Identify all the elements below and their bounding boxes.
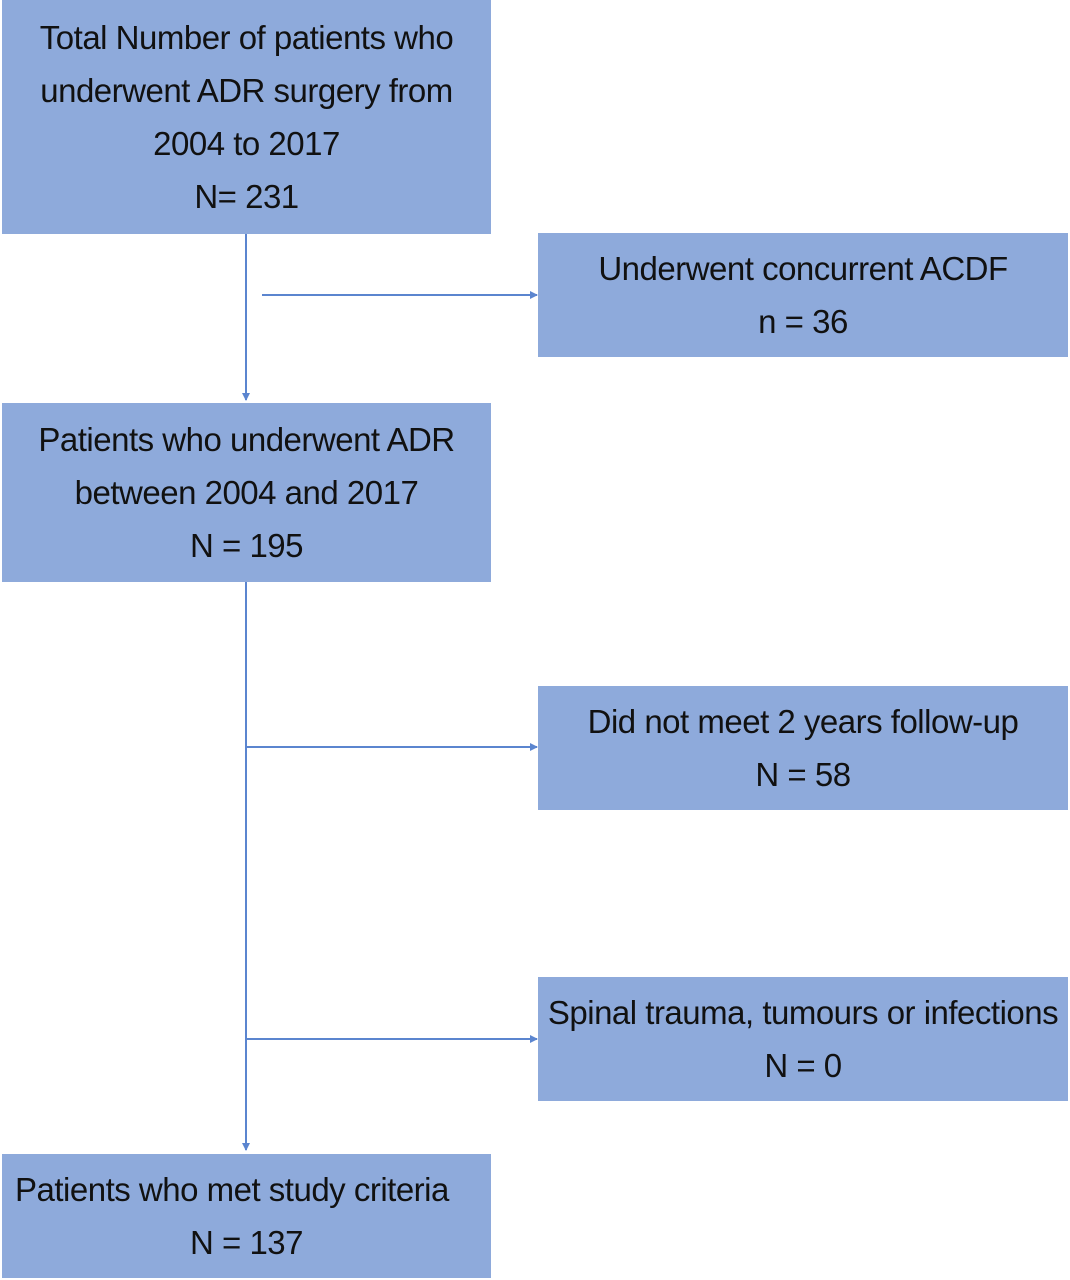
adr-patients-count: N = 195 — [190, 527, 304, 564]
followup-excluded-count: N = 58 — [755, 756, 851, 793]
trauma-excluded-label: Spinal trauma, tumours or infections — [547, 994, 1059, 1031]
total-patients-count: N= 231 — [194, 178, 299, 215]
total-patients-box: Total Number of patients who underwent A… — [2, 0, 491, 234]
trauma-excluded-box: Spinal trauma, tumours or infections N =… — [538, 977, 1068, 1101]
adr-patients-line-1: Patients who underwent ADR — [38, 421, 455, 458]
study-criteria-count: N = 137 — [190, 1224, 304, 1261]
concurrent-acdf-label: Underwent concurrent ACDF — [598, 250, 1008, 287]
followup-excluded-label: Did not meet 2 years follow-up — [587, 703, 1019, 740]
study-criteria-label: Patients who met study criteria — [15, 1171, 449, 1208]
total-patients-line-1: Total Number of patients who — [39, 19, 454, 56]
adr-patients-box: Patients who underwent ADR between 2004 … — [2, 403, 491, 582]
trauma-excluded-count: N = 0 — [764, 1047, 842, 1084]
followup-excluded-box: Did not meet 2 years follow-up N = 58 — [538, 686, 1068, 810]
study-criteria-box: Patients who met study criteria N = 137 — [2, 1154, 491, 1278]
total-patients-line-3: 2004 to 2017 — [153, 125, 340, 162]
adr-patients-line-2: between 2004 and 2017 — [74, 474, 419, 511]
concurrent-acdf-box: Underwent concurrent ACDF n = 36 — [538, 233, 1068, 357]
concurrent-acdf-count: n = 36 — [758, 303, 848, 340]
total-patients-line-2: underwent ADR surgery from — [40, 72, 453, 109]
